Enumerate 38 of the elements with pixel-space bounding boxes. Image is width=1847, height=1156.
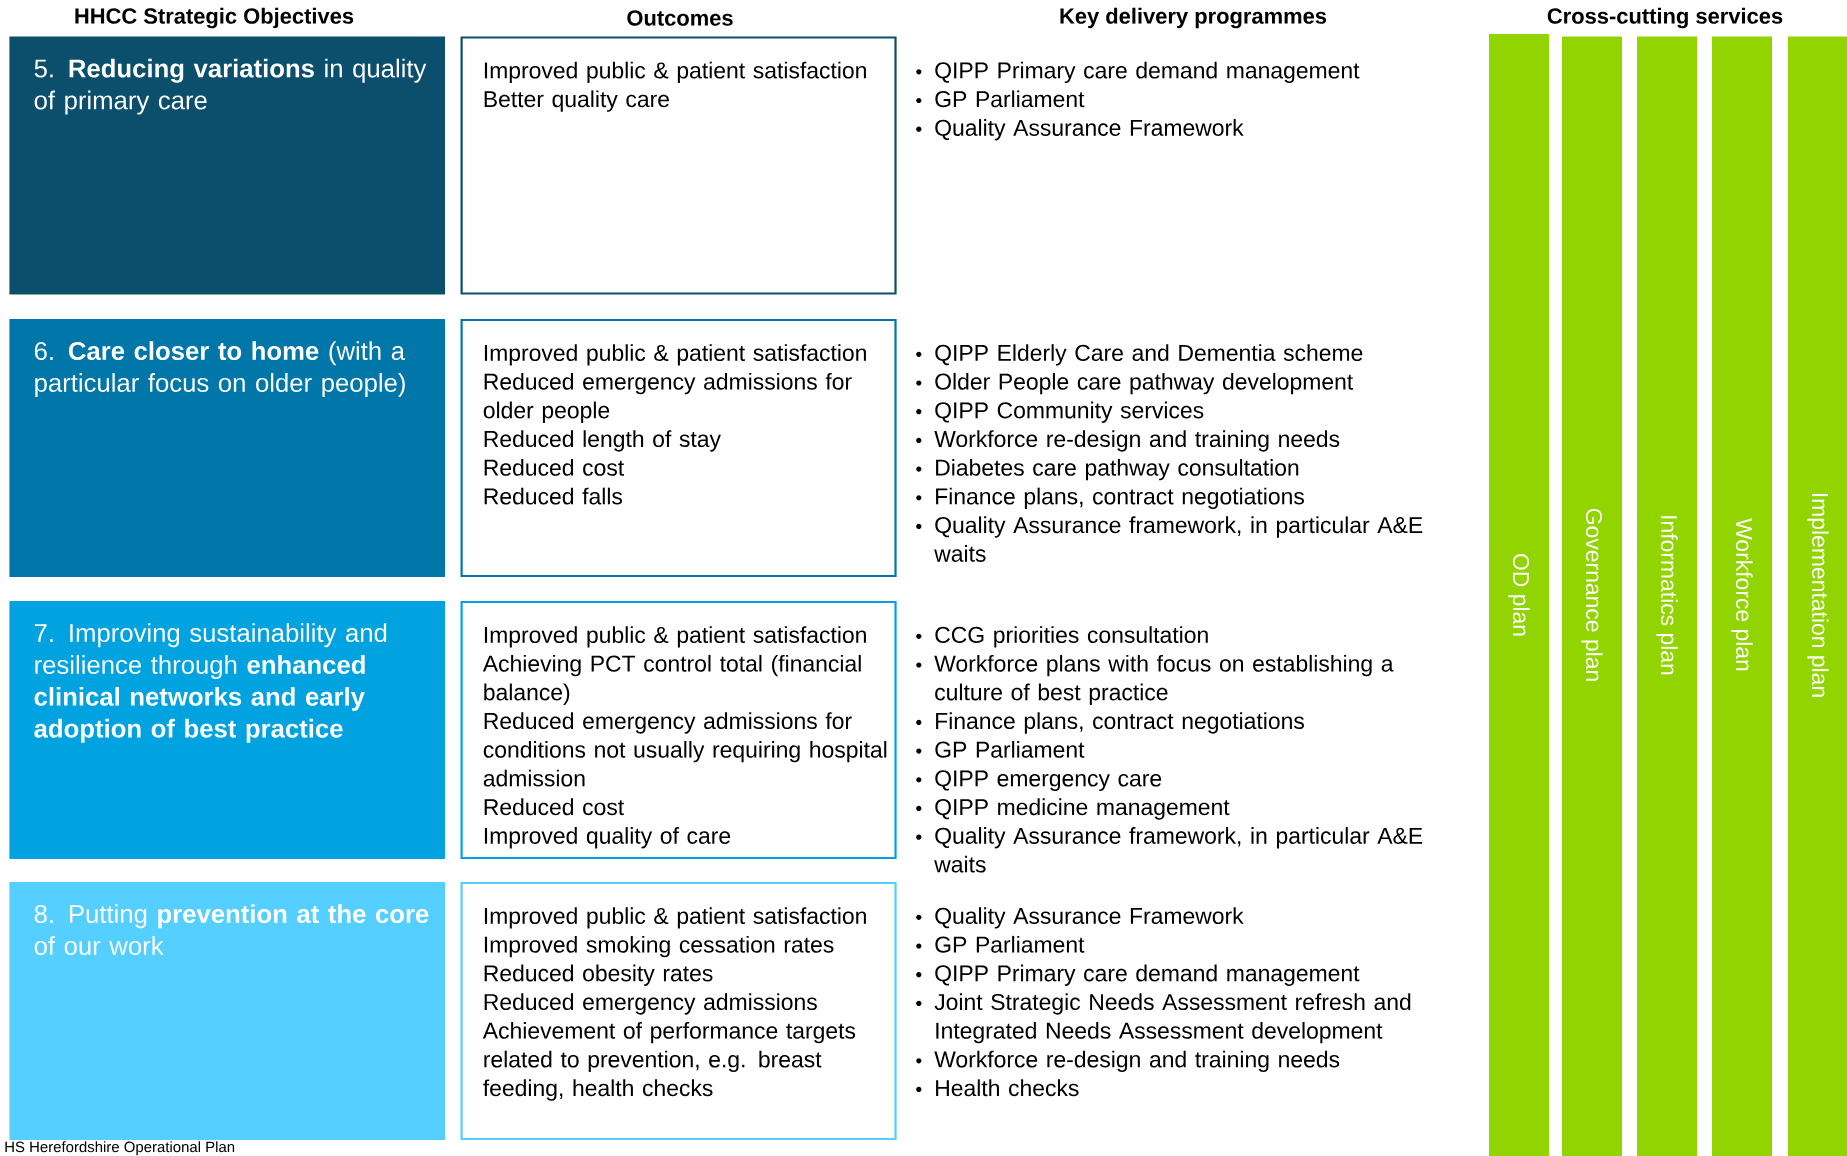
objective-box: 6. Care closer to home (with a particular focus on older people) — [9, 319, 445, 577]
bullet-item: GP Parliament — [916, 740, 1085, 758]
bullet-item: QIPP Primary care demand management — [916, 61, 1360, 84]
bullet-item: Health checks — [916, 1079, 1079, 1097]
bullet-item: Workforce re-design and training needs — [916, 430, 1340, 452]
bullet-item: Finance plans, contract negotiations — [916, 712, 1304, 734]
bullet-item: Quality Assurance framework, in particular A&E waits — [916, 516, 1423, 562]
bullet-item: Joint Strategic Needs Assessment refresh and Integrated Needs Assessment development — [916, 993, 1411, 1044]
bullet-item: Workforce re-design and training needs — [916, 1050, 1340, 1073]
column-heading: Key delivery programmes — [1060, 7, 1327, 29]
bullet-item: GP Parliament — [916, 935, 1085, 953]
outcome-box: Improved public & patient satisfaction Reduced emergency admissions for older people Reduced length of stay Reduced cost Reduced falls — [460, 318, 897, 578]
bullet-item: Diabetes care pathway consultation — [916, 458, 1299, 481]
bullet-item: Workforce plans with focus on establishing a culture of best practice — [916, 654, 1394, 705]
bullet-item: Quality Assurance framework, in particular A&E waits — [916, 827, 1423, 873]
service-bar: Informatics plan — [1637, 36, 1697, 1156]
column-heading: Cross-cutting services — [1547, 7, 1783, 29]
bullet-item: Older People care pathway development — [916, 372, 1354, 395]
service-bar: Workforce plan — [1712, 36, 1772, 1156]
objective-box: 5. Reducing variations in quality of primary care — [9, 36, 445, 295]
bullet-item: QIPP emergency care — [916, 770, 1162, 792]
outcome-box: Improved public & patient satisfaction Better quality care — [460, 36, 897, 295]
service-bar: Governance plan — [1562, 36, 1622, 1156]
bullet-item: CCG priorities consultation — [916, 626, 1208, 648]
bullet-item: QIPP Primary care demand management — [916, 964, 1360, 986]
bullet-item: QIPP medicine management — [916, 798, 1230, 820]
bullet-item: Quality Assurance Framework — [916, 907, 1244, 929]
outcome-box: Improved public & patient satisfaction Improved smoking cessation rates Reduced obesity rates Reduced emergency admissions Achievement of performance targets related to prevention, e.g. breast feeding, health checks — [460, 881, 897, 1141]
service-bar: Implementation plan — [1788, 36, 1847, 1156]
outcome-box: Improved public & patient satisfaction Achieving PCT control total (financial balance) Reduced emergency admissions for conditions not usually requiring hospital admission Reduced cost Improved quality of care — [460, 600, 897, 860]
bullet-item: QIPP Community services — [916, 401, 1204, 423]
bullet-item: GP Parliament — [916, 90, 1085, 108]
bullet-item: Finance plans, contract negotiations — [916, 487, 1304, 509]
objective-box: 7. Improving sustainability and resilience through enhanced clinical networks and early adoption of best practice — [9, 601, 445, 859]
objective-box: 8. Putting prevention at the core of our work — [9, 882, 445, 1140]
bullet-item: QIPP Elderly Care and Dementia scheme — [916, 344, 1363, 366]
service-bar: OD plan — [1489, 34, 1549, 1156]
bullet-item: Quality Assurance Framework — [916, 119, 1244, 141]
